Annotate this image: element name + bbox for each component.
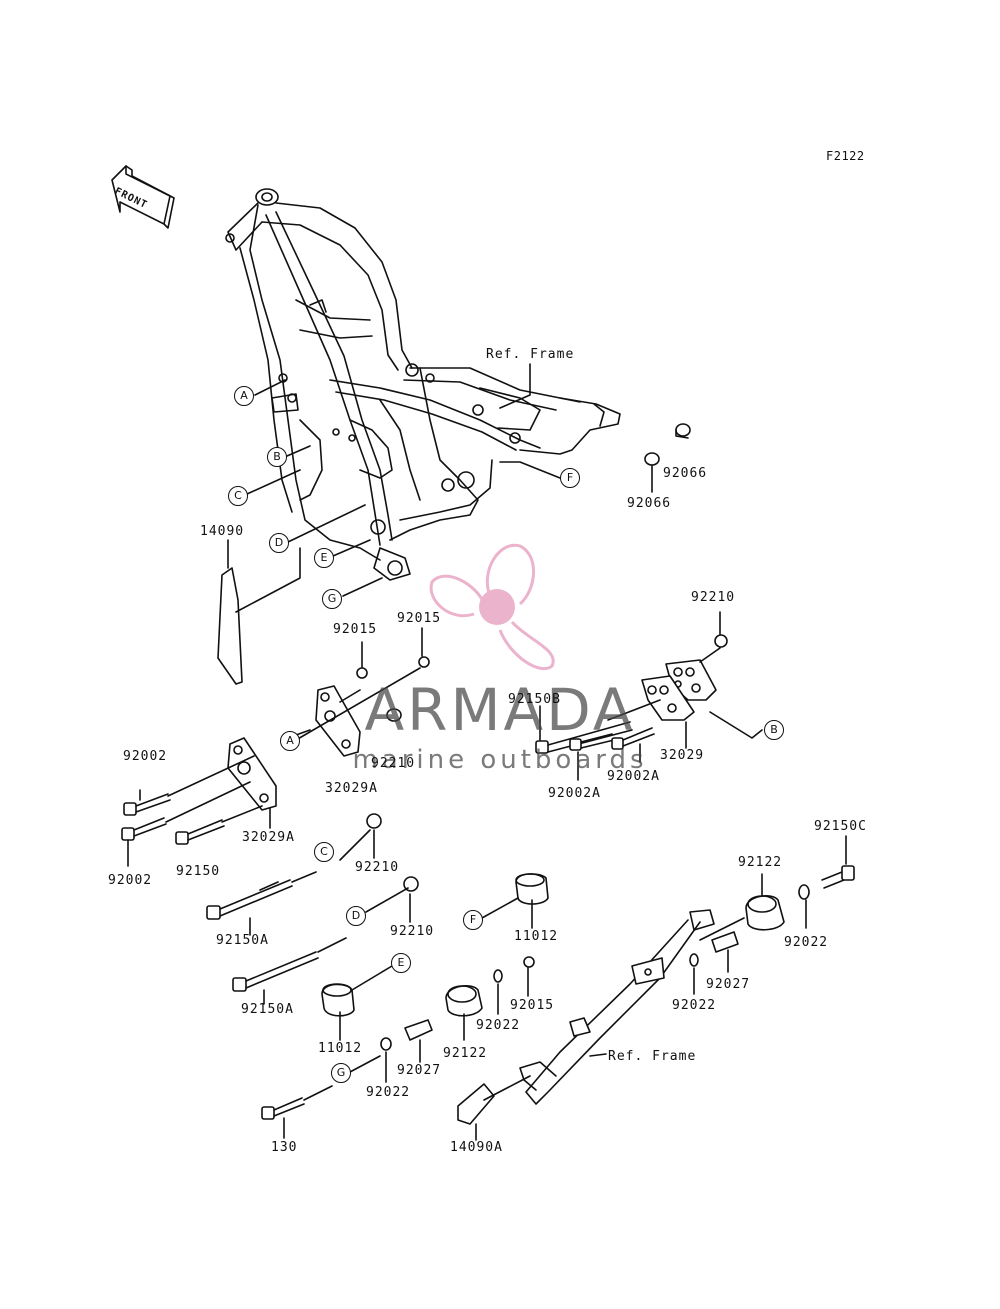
bolt-130 <box>261 1097 305 1120</box>
bolt-92002-a <box>123 793 171 816</box>
part-label: 32029 <box>660 748 705 763</box>
washer-92022-g <box>380 1037 392 1051</box>
bolt-92150C <box>821 865 855 889</box>
ref-frame-label-top: Ref. Frame <box>486 347 575 362</box>
bolt-92002A-b <box>611 727 655 750</box>
bolt-92002A-a <box>569 733 615 751</box>
callout-e-part: E <box>391 953 411 973</box>
callout-e-frame: E <box>314 548 334 568</box>
callout-f-part: F <box>463 910 483 930</box>
callout-g-frame: G <box>322 589 342 609</box>
motorcycle-frame <box>225 188 621 581</box>
part-label: 92002A <box>548 786 601 801</box>
callout-d-part: D <box>346 906 366 926</box>
part-label: 92122 <box>738 855 783 870</box>
watermark-brand: ARMADA <box>364 676 636 744</box>
watermark-tagline: marine outboards <box>352 745 648 775</box>
diagram-code: F2122 <box>826 149 865 163</box>
part-label: 92022 <box>672 998 717 1013</box>
nut-92015-c <box>523 956 535 968</box>
cap-92066-upper <box>675 423 691 439</box>
part-label: 92066 <box>663 466 708 481</box>
part-label: 92150A <box>216 933 269 948</box>
bushing-92122-right <box>745 895 785 931</box>
bolt-92150 <box>175 819 225 845</box>
nut-92210-right <box>714 634 728 648</box>
part-label: 11012 <box>318 1041 363 1056</box>
cap-92066-lower <box>644 452 660 493</box>
bolt-92150A-lower <box>232 951 319 992</box>
part-label: 92066 <box>627 496 672 511</box>
cover-14090 <box>217 539 301 685</box>
nut-92015-a <box>356 667 368 679</box>
part-label: 32029A <box>325 781 378 796</box>
callout-c-frame: C <box>228 486 248 506</box>
part-label: 92002 <box>108 873 153 888</box>
cover-14090A <box>457 1083 495 1125</box>
part-label: 92002 <box>123 749 168 764</box>
part-label: 92027 <box>397 1063 442 1078</box>
callout-a-part: A <box>280 731 300 751</box>
part-label: 130 <box>271 1140 298 1155</box>
side-stand <box>519 909 715 1105</box>
nut-92015-b <box>418 656 430 668</box>
nut-92210-c <box>366 813 382 829</box>
plate-32029 <box>641 659 717 721</box>
rubber-11012-f <box>515 873 549 905</box>
bolt-92150A-upper <box>206 879 293 920</box>
part-label: 32029A <box>242 830 295 845</box>
part-label: 92015 <box>397 611 442 626</box>
part-label: 92150B <box>508 692 561 707</box>
part-label: 92002A <box>607 769 660 784</box>
callout-b-frame: B <box>267 447 287 467</box>
part-label: 92022 <box>366 1085 411 1100</box>
part-label: 92015 <box>333 622 378 637</box>
bushing-92122-mid <box>445 985 483 1017</box>
collar-92027-right <box>711 931 739 953</box>
ref-frame-label-bottom: Ref. Frame <box>608 1049 697 1064</box>
bracket-32029A-upper <box>315 685 361 757</box>
part-label: 92150C <box>814 819 867 834</box>
callout-b-part: B <box>764 720 784 740</box>
washer-92022-mid <box>493 969 503 983</box>
bolt-92150B <box>535 721 633 754</box>
part-label: 92022 <box>784 935 829 950</box>
washer-92022-right <box>798 884 810 900</box>
callout-c-part: C <box>314 842 334 862</box>
nut-92210-mid <box>386 708 402 722</box>
propeller-logo-icon <box>429 543 555 670</box>
collar-92027-g <box>404 1019 433 1041</box>
part-label: 92122 <box>443 1046 488 1061</box>
part-label: 92210 <box>390 924 435 939</box>
front-arrow-icon <box>111 165 175 229</box>
part-label: 11012 <box>514 929 559 944</box>
part-label: 92027 <box>706 977 751 992</box>
part-label: 92015 <box>510 998 555 1013</box>
part-label: 14090A <box>450 1140 503 1155</box>
callout-f-frame: F <box>560 468 580 488</box>
part-label: 14090 <box>200 524 245 539</box>
callout-a-frame: A <box>234 386 254 406</box>
part-label: 92150A <box>241 1002 294 1017</box>
part-label: 92210 <box>355 860 400 875</box>
part-label: 92022 <box>476 1018 521 1033</box>
bracket-32029A-left <box>227 737 277 811</box>
rubber-11012-left <box>321 983 355 1017</box>
part-label: 92210 <box>371 756 416 771</box>
washer-92022-lower <box>689 953 699 967</box>
callout-g-part: G <box>331 1063 351 1083</box>
callout-d-frame: D <box>269 533 289 553</box>
bolt-92002-b <box>121 817 167 841</box>
part-label: 92150 <box>176 864 221 879</box>
part-label: 92210 <box>691 590 736 605</box>
nut-92210-d <box>403 876 419 892</box>
